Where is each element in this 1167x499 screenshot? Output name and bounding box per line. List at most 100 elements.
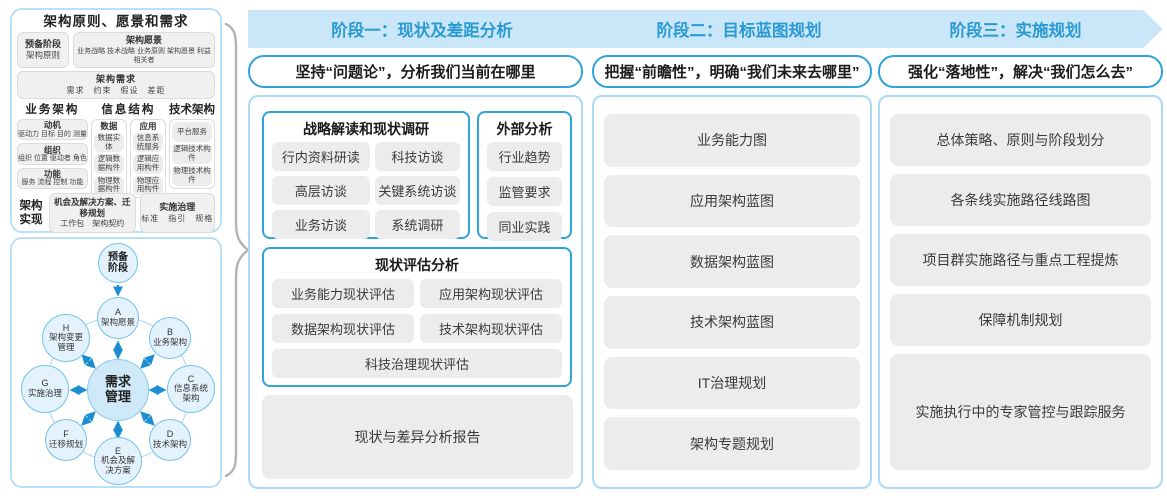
node-f-letter: F [63,429,69,440]
opportunity-migration-box: 机会及解决方案、迁移规划 工作包 架构契约 [49,193,136,233]
phase1-slogan-text: 坚持“问题论”，分析我们当前在哪里 [295,64,536,81]
panel-title: 架构原则、愿景和需求 [43,14,189,29]
technical-architecture-col: 技术架构 平台服务 逻辑技术构件 物理技术构件 [169,103,215,189]
motivation-box: 动机 驱动力 目标 目的 测量 [17,119,88,141]
external-analysis-group: 外部分析 行业趋势 监管要求 同业实践 [477,111,572,241]
adm-cycle-panel: 预备阶段 A 架构愿景 B 业务架构 C 信息系统架构 D 技术架构 E 机会及… [10,237,222,488]
implementation-label: 架构实现 [19,199,43,226]
physical-app-chip: 物理应用构件 [132,175,163,195]
phase1-header-text: 阶段一：现状及差距分析 [331,22,513,40]
node-a-label: 架构愿景 [100,317,135,328]
data-subcol: 数据 数据实体 逻辑数据构件 物理数据构件 [90,119,127,198]
node-e-opportunities-solutions: E 机会及解决方案 [94,437,142,485]
data-entity-chip: 数据实体 [93,133,124,153]
gap-analysis-report-box: 现状与差异分析报告 [262,395,573,479]
information-structure-col: 信息结构 数据 数据实体 逻辑数据构件 物理数据构件 应用 信息系统服务 逻辑应… [90,103,166,198]
node-h-letter: H [62,322,70,333]
architecture-vision-sub: 业务战略 技术战略 业务原则 架构愿景 利益相关者 [77,47,211,64]
external-analysis-title: 外部分析 [496,121,553,137]
assessment-item: 技术架构现状评估 [420,314,562,343]
phase1-column: 战略解读和现状调研 行内资料研读 科技访谈 高层访谈 关键系统访谈 业务访谈 系… [248,95,583,489]
implementation-governance-sub: 标准 指引 规格 [141,213,214,223]
phase3-item: 总体策略、原则与阶段划分 [890,114,1151,166]
motivation-title: 动机 [43,120,61,131]
assessment-item: 应用架构现状评估 [420,279,562,308]
phase2-item: IT治理规划 [604,356,860,410]
architecture-vision-box: 架构愿景 业务战略 技术战略 业务原则 架构愿景 利益相关者 [73,32,215,68]
external-item: 行业趋势 [487,142,562,171]
phase3-item: 保障机制规划 [890,294,1151,346]
prep-phase-title: 预备阶段 [24,39,61,50]
external-analysis-list: 行业趋势 监管要求 同业实践 [487,142,562,241]
node-g-label: 实施治理 [27,388,62,399]
current-assessment-grid: 业务能力现状评估 应用架构现状评估 数据架构现状评估 技术架构现状评估 科技治理… [272,279,562,378]
phase2-item: 架构专题规划 [604,417,860,471]
node-h-architecture-change-management: H 架构变更管理 [42,314,90,362]
node-f-migration-planning: F 迁移规划 [45,419,87,461]
prep-phase-sub: 架构原则 [25,50,60,61]
node-e-letter: E [114,445,121,456]
technical-architecture-box: 平台服务 逻辑技术构件 物理技术构件 [169,119,215,189]
logical-data-chip: 逻辑数据构件 [93,154,124,174]
architecture-content-panel: 架构原则、愿景和需求 预备阶段 架构原则 架构愿景 业务战略 技术战略 业务原则… [10,8,222,233]
node-e-label: 机会及解决方案 [100,455,135,475]
business-architecture-chips: 动机 驱动力 目标 目的 测量 组织 组织 位置 驱动者 角色 功能 服务 流程… [17,119,88,189]
phase2-item: 应用架构蓝图 [604,174,860,228]
phase1-header-arrow: 阶段一：现状及差距分析 [248,10,610,48]
implementation-governance-box: 实施治理 标准 指引 规格 [139,193,215,233]
node-g-letter: G [41,378,49,389]
prep-phase-box: 预备阶段 架构原则 [17,32,69,68]
function-title: 功能 [43,169,61,180]
phase2-slogan: 把握“前瞻性”，明确“我们未来去哪里” [592,55,872,88]
motivation-sub: 驱动力 目标 目的 测量 [18,130,87,138]
strategy-survey-title: 战略解读和现状调研 [303,121,429,137]
phase3-header-arrow: 阶段三：实施规划 [866,10,1163,48]
node-requirement-management-label: 需求管理 [104,374,131,404]
node-b-business-architecture: B 业务架构 [149,317,191,359]
strategy-survey-group: 战略解读和现状调研 行内资料研读 科技访谈 高层访谈 关键系统访谈 业务访谈 系… [262,111,470,239]
survey-item: 关键系统访谈 [374,176,460,205]
phase2-header-arrow: 阶段二：目标蓝图规划 [586,10,890,48]
survey-item: 高层访谈 [272,176,370,205]
phase2-item: 技术架构蓝图 [604,296,860,349]
phase3-slogan: 强化“落地性”，解决“我们怎么去” [878,55,1163,88]
architecture-requirement-box: 架构需求 需求 约束 假设 差距 [17,71,215,99]
business-architecture-col: 业务架构 动机 驱动力 目标 目的 测量 组织 组织 位置 驱动者 角色 功能 … [17,103,88,189]
data-subcol-title: 数据 [100,121,118,131]
app-subcol-title: 应用 [139,121,157,131]
organization-sub: 组织 位置 驱动者 角色 [18,154,87,162]
architecture-requirement-sub: 需求 约束 假设 差距 [66,85,166,95]
node-a-letter: A [114,307,121,318]
gap-analysis-report-text: 现状与差异分析报告 [354,429,481,445]
implementation-governance-title: 实施治理 [159,201,196,212]
phase1-slogan: 坚持“问题论”，分析我们当前在哪里 [248,55,583,88]
current-assessment-title: 现状评估分析 [375,257,459,273]
technical-architecture-title: 技术架构 [169,104,215,116]
architecture-implementation-row: 架构实现 机会及解决方案、迁移规划 工作包 架构契约 实施治理 标准 指引 规格 [17,193,215,233]
function-sub: 服务 流程 控制 功能 [21,179,84,187]
node-h-label: 架构变更管理 [48,332,83,352]
logical-app-chip: 逻辑应用构件 [132,154,163,174]
architecture-vision-title: 架构愿景 [125,35,162,46]
phase3-item: 项目群实施路径与重点工程提炼 [890,234,1151,286]
node-g-implementation-governance: G 实施治理 [21,365,69,413]
phase3-column: 总体策略、原则与阶段划分 各条线实施路径线路图 项目群实施路径与重点工程提炼 保… [878,95,1163,489]
physical-tech-chip: 物理技术构件 [172,166,212,186]
node-a-architecture-vision: A 架构愿景 [97,297,139,339]
external-item: 监管要求 [487,177,562,206]
business-architecture-title: 业务架构 [25,104,80,116]
information-subcols: 数据 数据实体 逻辑数据构件 物理数据构件 应用 信息系统服务 逻辑应用构件 物… [90,119,166,198]
phase2-column: 业务能力图 应用架构蓝图 数据架构蓝图 技术架构蓝图 IT治理规划 架构专题规划 [592,95,872,489]
assessment-item: 业务能力现状评估 [272,279,414,308]
organization-box: 组织 组织 位置 驱动者 角色 [17,143,88,165]
survey-item: 科技访谈 [374,142,460,171]
organization-title: 组织 [43,144,61,155]
node-prep-label: 预备阶段 [108,251,128,274]
survey-item: 业务访谈 [272,210,370,239]
node-prep-phase: 预备阶段 [98,243,138,283]
prep-vision-row: 预备阶段 架构原则 架构愿景 业务战略 技术战略 业务原则 架构愿景 利益相关者 [17,32,215,68]
assessment-item: 科技治理现状评估 [272,349,562,378]
assessment-item: 数据架构现状评估 [272,314,414,343]
strategy-survey-grid: 行内资料研读 科技访谈 高层访谈 关键系统访谈 业务访谈 系统调研 [272,142,460,239]
